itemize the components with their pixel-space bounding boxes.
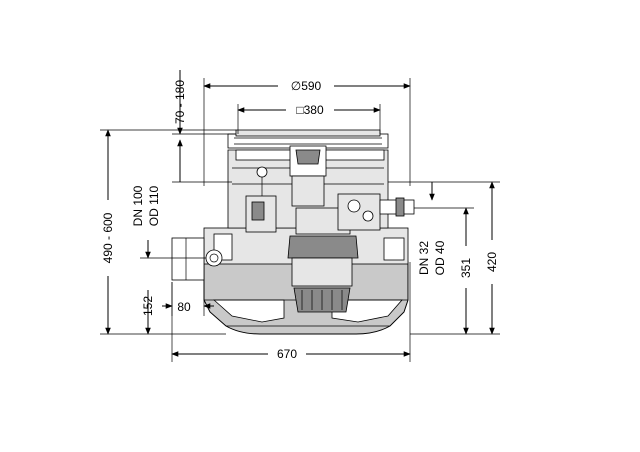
label-total-height: 490 - 600 (101, 212, 115, 263)
label-inlet-nominal: DN 100 (131, 185, 145, 226)
label-cover-height: 70 - 180 (173, 80, 187, 124)
label-outlet-outer: OD 40 (433, 240, 447, 275)
dimension-labels: ∅590 □380 70 - 180 490 - 600 DN 100 OD 1… (101, 79, 499, 361)
label-outlet-height: 351 (459, 258, 473, 278)
label-cover-square: □380 (296, 103, 324, 117)
lifting-station-body (171, 129, 415, 335)
label-top-diameter: ∅590 (291, 79, 322, 93)
dimension-lines (100, 70, 500, 362)
label-body-height: 420 (485, 252, 499, 272)
label-inlet-height: 152 (141, 296, 155, 316)
label-outlet-nominal: DN 32 (417, 241, 431, 275)
label-inlet-length: 80 (177, 300, 191, 314)
label-inlet-outer: OD 110 (147, 185, 161, 226)
label-base-width: 670 (277, 347, 297, 361)
